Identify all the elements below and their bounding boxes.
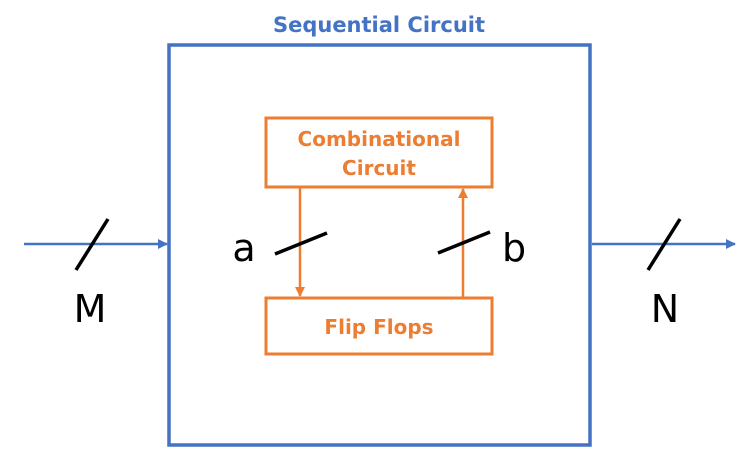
input-bus-label: M (74, 287, 107, 331)
output-bus-label: N (651, 287, 679, 331)
flip-flops-box (264, 296, 494, 356)
combinational-circuit-label-line2: Circuit (342, 156, 416, 180)
bus-slash-a (274, 231, 328, 256)
sequential-circuit-box (167, 43, 592, 447)
flip-flops-label: Flip Flops (324, 315, 433, 339)
bus-label-a: a (232, 226, 255, 270)
bus-slash-m (74, 218, 110, 271)
sequential-circuit-title: Sequential Circuit (273, 13, 485, 37)
bus-label-b: b (502, 226, 526, 270)
combinational-circuit-label-line1: Combinational (298, 127, 461, 151)
bus-slash-b (437, 230, 491, 255)
bus-slash-n (646, 218, 682, 271)
combinational-circuit-box (264, 116, 494, 189)
